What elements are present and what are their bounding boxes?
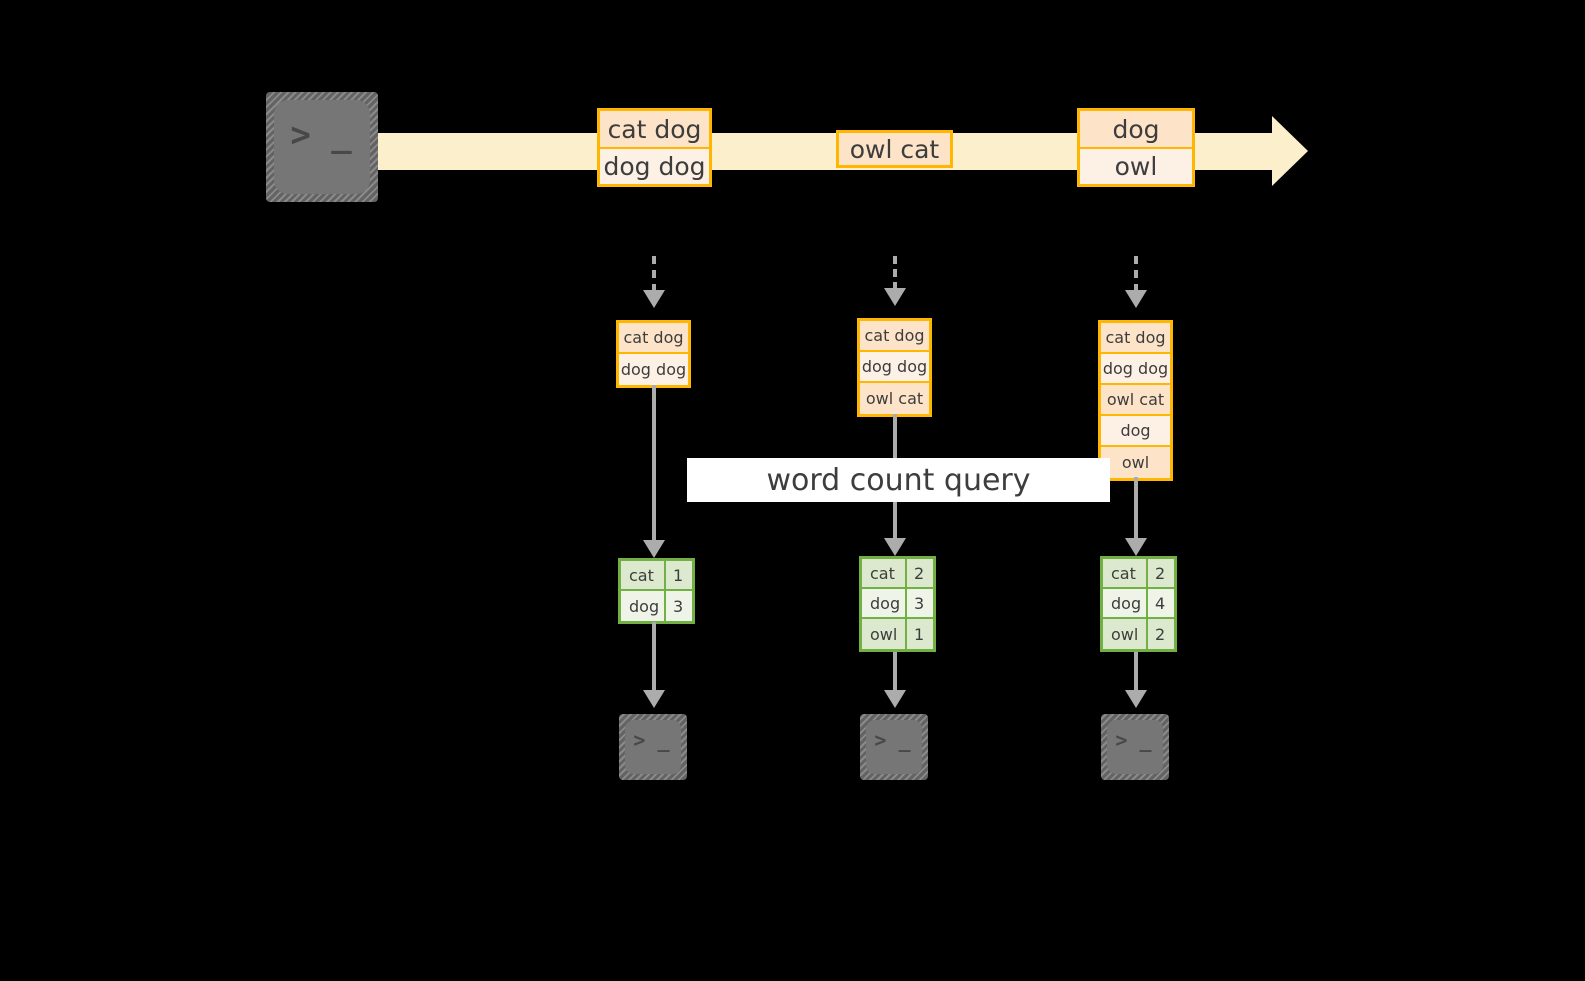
stack-row: dog dog [860, 352, 929, 383]
stream-record: owl [1077, 148, 1195, 187]
terminal-prompt-glyph: > _ [1115, 727, 1152, 752]
word-cell: cat [621, 561, 666, 591]
count-cell: 1 [666, 561, 692, 591]
word-count-result-table: cat 1 dog 3 [618, 558, 695, 624]
word-cell: owl [862, 619, 907, 649]
query-label: word count query [687, 458, 1110, 502]
stack-to-result-arrowhead-icon [884, 538, 906, 556]
terminal-prompt-glyph: > _ [290, 114, 352, 155]
stream-record: dog [1077, 108, 1195, 149]
stream-to-stack-connector [893, 256, 897, 290]
stream-record: cat dog [597, 108, 712, 149]
stream-record: owl cat [836, 130, 953, 168]
stack-row: dog dog [1101, 354, 1170, 385]
count-cell: 3 [907, 589, 933, 619]
word-cell: cat [862, 559, 907, 589]
stack-row: cat dog [860, 321, 929, 352]
count-cell: 2 [1148, 619, 1174, 649]
stack-row: dog [1101, 416, 1170, 447]
stream-to-stack-connector [652, 256, 656, 292]
sink-terminal-icon: > _ [619, 714, 687, 780]
table-row: dog 3 [862, 589, 933, 619]
terminal-screen: > _ [866, 720, 922, 774]
word-count-result-table: cat 2 dog 4 owl 2 [1100, 556, 1177, 652]
table-row: cat 1 [621, 561, 692, 591]
stack-to-result-connector [652, 385, 656, 554]
count-cell: 2 [907, 559, 933, 589]
stack-row: cat dog [619, 323, 688, 354]
accumulated-records-stack: cat dog dog dog owl cat dog owl [1098, 320, 1173, 481]
word-cell: dog [1103, 589, 1148, 619]
stack-row: cat dog [1101, 323, 1170, 354]
terminal-screen: > _ [274, 100, 370, 194]
table-row: dog 3 [621, 591, 692, 621]
stream-to-stack-connector [1134, 256, 1138, 292]
stack-row: dog dog [619, 354, 688, 385]
terminal-prompt-glyph: > _ [874, 727, 911, 752]
sink-terminal-icon: > _ [860, 714, 928, 780]
stream-to-stack-arrowhead-icon [643, 290, 665, 308]
table-row: owl 2 [1103, 619, 1174, 649]
word-cell: dog [862, 589, 907, 619]
stream-record: dog dog [597, 148, 712, 187]
word-cell: owl [1103, 619, 1148, 649]
sink-terminal-icon: > _ [1101, 714, 1169, 780]
result-to-sink-connector [652, 622, 656, 700]
word-cell: dog [621, 591, 666, 621]
word-count-result-table: cat 2 dog 3 owl 1 [859, 556, 936, 652]
result-to-sink-arrowhead-icon [884, 690, 906, 708]
terminal-prompt-glyph: > _ [633, 727, 670, 752]
stack-to-result-connector [1134, 477, 1138, 552]
terminal-screen: > _ [1107, 720, 1163, 774]
result-to-sink-connector [1134, 652, 1138, 700]
table-row: dog 4 [1103, 589, 1174, 619]
stream-to-stack-arrowhead-icon [884, 288, 906, 306]
count-cell: 4 [1148, 589, 1174, 619]
count-cell: 1 [907, 619, 933, 649]
count-cell: 2 [1148, 559, 1174, 589]
result-to-sink-arrowhead-icon [643, 690, 665, 708]
stack-to-result-arrowhead-icon [1125, 538, 1147, 556]
table-row: cat 2 [862, 559, 933, 589]
table-row: cat 2 [1103, 559, 1174, 589]
count-cell: 3 [666, 591, 692, 621]
stack-row: owl [1101, 447, 1170, 478]
result-to-sink-arrowhead-icon [1125, 690, 1147, 708]
accumulated-records-stack: cat dog dog dog [616, 320, 691, 388]
source-terminal-icon: > _ [266, 92, 378, 202]
stack-row: owl cat [1101, 385, 1170, 416]
terminal-screen: > _ [625, 720, 681, 774]
stack-to-result-arrowhead-icon [643, 540, 665, 558]
word-cell: cat [1103, 559, 1148, 589]
stack-row: owl cat [860, 383, 929, 414]
result-to-sink-connector [893, 652, 897, 700]
table-row: owl 1 [862, 619, 933, 649]
accumulated-records-stack: cat dog dog dog owl cat [857, 318, 932, 417]
stream-to-stack-arrowhead-icon [1125, 290, 1147, 308]
stream-arrowhead-icon [1272, 116, 1308, 186]
